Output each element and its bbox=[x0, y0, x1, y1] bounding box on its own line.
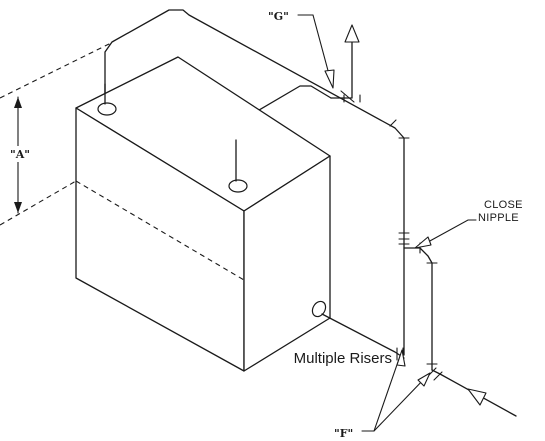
leader-f-left-arrow bbox=[396, 349, 406, 367]
supply-riser bbox=[403, 247, 433, 371]
dimension-a-arrow-top bbox=[14, 97, 22, 108]
leader-g-arrow bbox=[324, 69, 335, 89]
water-level-front bbox=[75, 180, 245, 281]
dimension-a-label: "A" bbox=[10, 148, 30, 161]
leader-f-right-arrow bbox=[417, 372, 431, 387]
label-nipple: NIPPLE bbox=[478, 212, 519, 224]
dimension-extension-bottom bbox=[0, 180, 77, 226]
riser-outlet-1 bbox=[97, 102, 117, 116]
riser-outlet-2 bbox=[228, 179, 248, 193]
vent-riser bbox=[330, 27, 353, 99]
label-close: CLOSE bbox=[484, 199, 523, 211]
flow-up-arrow bbox=[344, 24, 360, 43]
dimension-extension-top bbox=[0, 41, 114, 99]
caption: Multiple Risers bbox=[294, 350, 392, 367]
leader-close-nipple-arrow bbox=[414, 236, 432, 249]
leader-g bbox=[297, 14, 331, 79]
joint-mark bbox=[389, 119, 397, 127]
leader-close-nipple bbox=[427, 219, 477, 243]
label-g: "G" bbox=[268, 10, 289, 23]
return-outlet bbox=[311, 300, 327, 318]
label-f: "F" bbox=[334, 427, 353, 440]
dimension-a-arrow-bottom bbox=[14, 202, 22, 213]
dimension-a-label-bg bbox=[2, 146, 38, 162]
joint-mark bbox=[340, 90, 355, 103]
flow-in-arrow bbox=[467, 388, 487, 406]
joint-mark bbox=[433, 371, 443, 381]
leader-f-right bbox=[373, 376, 427, 432]
leader-f-left bbox=[361, 355, 401, 432]
riser-pipe-outer bbox=[104, 9, 405, 356]
